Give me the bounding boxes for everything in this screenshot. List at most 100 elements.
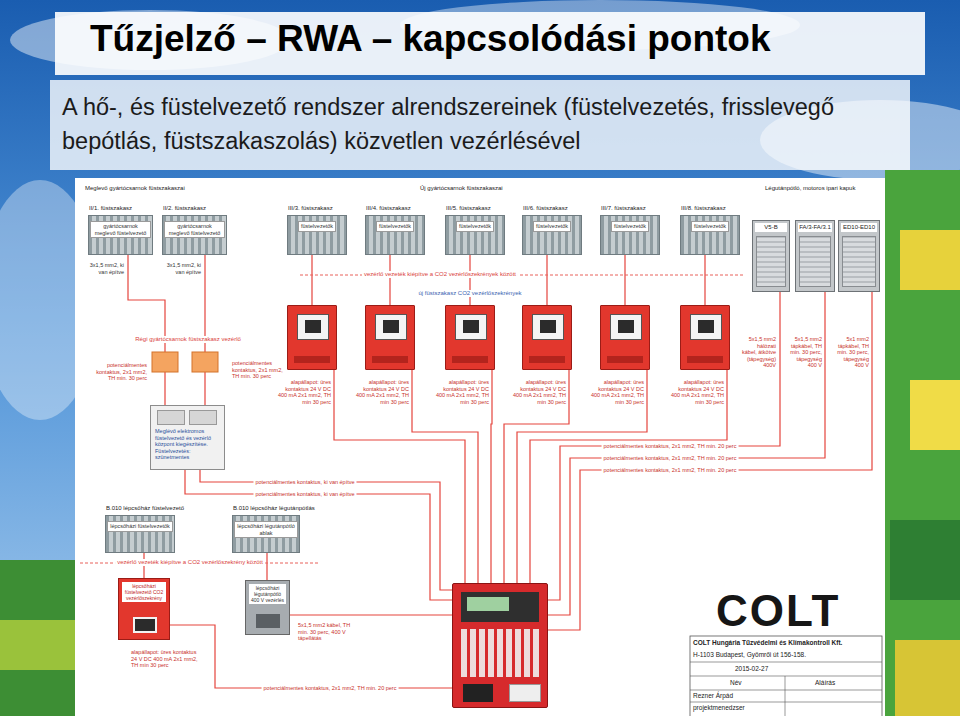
- old-control-box: [152, 352, 178, 372]
- smoke-vent-photo: III/5. füstszakaszfüstelvezetők: [445, 215, 505, 255]
- section-heading: III/6. füstszakasz: [523, 205, 568, 212]
- group-note: új füstszakasz CO2 vezérlőszekrények: [416, 290, 523, 297]
- panel-detail: [756, 236, 786, 287]
- cable-note: potenciálmentes kontaktus, 2x1 mm2, TH m…: [232, 360, 284, 380]
- section-heading: III/4. füstszakasz: [366, 205, 411, 212]
- signal-wire: [200, 470, 452, 590]
- signal-wire: [266, 553, 267, 580]
- photo-caption: füstelvezetők: [611, 221, 649, 232]
- yellow-block: [895, 640, 960, 716]
- title-block-rule: [690, 676, 882, 677]
- grass-block: [0, 620, 75, 670]
- co2-control-cabinet: alapállapot: üres kontaktus 24 V DC 400 …: [287, 305, 337, 370]
- grass-block: [890, 520, 960, 600]
- existing-control-panel: Meglévő elektromos füstelvezető és vezér…: [150, 405, 225, 470]
- title-block-rule: [690, 702, 882, 703]
- photo-caption: gyártócsarnok meglevő füstelvezető: [90, 221, 151, 238]
- cable-note: vezérlő vezeték kiépítve a CO2 vezérlősz…: [115, 559, 265, 566]
- wire-label: potenciálmentes kontaktus, 2x1 mm2, TH m…: [602, 443, 739, 450]
- photo-caption: lépcsőházi légutánpótló ablak: [234, 521, 298, 538]
- signal-wire: [128, 255, 165, 405]
- panel-detail: [607, 356, 643, 363]
- signal-wire: [469, 255, 470, 305]
- yellow-block: [900, 230, 960, 290]
- spec-note: alapállapot: üres kontaktus 24 V DC 400 …: [435, 379, 489, 405]
- cable-note: 3x1,5 mm2, ki van építve: [160, 262, 201, 275]
- section-heading: III/3. füstszakasz: [288, 205, 333, 212]
- signal-wire: [517, 370, 647, 583]
- panel-detail: [461, 629, 539, 677]
- panel-note: Meglévő elektromos füstelvezető és vezér…: [155, 428, 220, 461]
- signal-wire: [504, 370, 569, 583]
- signal-wire: [546, 255, 547, 305]
- title-block-cell: Aláírás: [815, 679, 835, 687]
- spec-note: alapállapot: üres kontaktus 24 V DC 400 …: [512, 379, 566, 405]
- smoke-vent-photo: II/2. füstszakaszgyártócsarnok meglevő f…: [162, 215, 227, 255]
- section-heading: III/5. füstszakasz: [446, 205, 491, 212]
- wire-label: potenciálmentes kontaktus, ki van építve: [253, 491, 356, 498]
- title-block-cell: Név: [730, 679, 742, 687]
- panel-detail: [540, 320, 556, 333]
- title-block-cell: projektmenedzser: [693, 704, 745, 712]
- signal-wire: [311, 255, 312, 305]
- panel-detail: [842, 236, 876, 287]
- signal-wire: [624, 255, 625, 305]
- title-block-rule: [690, 690, 882, 691]
- gate-panel: FA/3-FA/3.1: [795, 220, 835, 292]
- cable-note: vezérlő vezeték kiépítve a CO2 vezérlősz…: [362, 271, 518, 278]
- panel-detail: [372, 356, 408, 363]
- section-heading: II/2. füstszakasz: [163, 205, 206, 212]
- panel-detail: [509, 684, 541, 702]
- photo-caption: füstelvezetők: [376, 221, 414, 232]
- title-block-rule: [690, 662, 882, 663]
- section-heading: B.010 lépcsőház légutánpótlás: [233, 505, 315, 512]
- group-heading: Meglevő gyártócsarnok füstszakaszai: [85, 185, 185, 192]
- smoke-vent-photo: III/3. füstszakaszfüstelvezetők: [287, 215, 347, 255]
- stair-window-photo: B.010 lépcsőház légutánpótláslépcsőházi …: [232, 515, 300, 553]
- panel-detail: [687, 356, 723, 363]
- co2-control-cabinet: alapállapot: üres kontaktus 24 V DC 400 …: [445, 305, 495, 370]
- signal-wire: [185, 470, 452, 600]
- smoke-vent-photo: III/4. füstszakaszfüstelvezetők: [365, 215, 425, 255]
- signal-wire: [334, 370, 465, 583]
- title-panel: [55, 12, 925, 75]
- spec-note: alapállapot: üres kontaktus 24 V DC 400 …: [590, 379, 644, 405]
- title-block-cell: 2015-02-27: [735, 665, 768, 673]
- panel-detail: [383, 320, 399, 333]
- panel-detail: [256, 614, 280, 628]
- cable-note: 5x1,5 mm2 kábel, TH min. 30 perc, 400 V …: [298, 622, 360, 642]
- photo-caption: füstelvezetők: [691, 221, 729, 232]
- wire-label: potenciálmentes kontaktus, 2x1 mm2, TH m…: [262, 685, 399, 692]
- group-heading: Légutánpótló, motoros ipari kapuk: [765, 185, 855, 192]
- wire-label: potenciálmentes kontaktus, 2x1 mm2, TH m…: [602, 455, 739, 462]
- signal-wire: [290, 614, 452, 615]
- cable-note: 3x1,5 mm2, ki van építve: [82, 262, 124, 275]
- photo-caption: lépcsőházi füstelvezetők: [107, 521, 173, 532]
- title-block-cell: Rezner Árpád: [693, 692, 733, 700]
- signal-wire: [548, 292, 780, 600]
- signal-wire: [204, 255, 205, 405]
- co2-control-cabinet: alapállapot: üres kontaktus 24 V DC 400 …: [680, 305, 730, 370]
- co2-control-cabinet: alapállapot: üres kontaktus 24 V DC 400 …: [522, 305, 572, 370]
- panel-detail: [133, 617, 157, 633]
- panel-detail: [799, 236, 831, 287]
- section-heading: II/1. füstszakasz: [89, 205, 132, 212]
- co2-control-cabinet: alapállapot: üres kontaktus 24 V DC 400 …: [365, 305, 415, 370]
- panel-detail: [157, 410, 185, 425]
- signal-wire: [548, 292, 872, 630]
- spec-note: alapállapot: üres kontaktus 24 V DC 400 …: [131, 649, 203, 669]
- group-note: Régi gyártócsarnok füstszakasz vezérlő: [133, 336, 243, 343]
- cable-note: potenciálmentes kontaktus, 2x1 mm2, TH m…: [95, 362, 147, 382]
- gate-panel: ED10-ED10: [838, 220, 880, 292]
- photo-caption: füstelvezetők: [456, 221, 494, 232]
- photo-caption: füstelvezetők: [298, 221, 336, 232]
- yellow-block: [910, 380, 960, 450]
- signal-wire: [389, 255, 390, 305]
- subtitle-panel: [50, 80, 910, 170]
- signal-wire: [548, 292, 825, 615]
- panel-detail: [294, 356, 330, 363]
- panel-tag: V5-B: [755, 223, 787, 232]
- slide-title: Tűzjelző – RWA – kapcsolódási pontok: [90, 20, 771, 57]
